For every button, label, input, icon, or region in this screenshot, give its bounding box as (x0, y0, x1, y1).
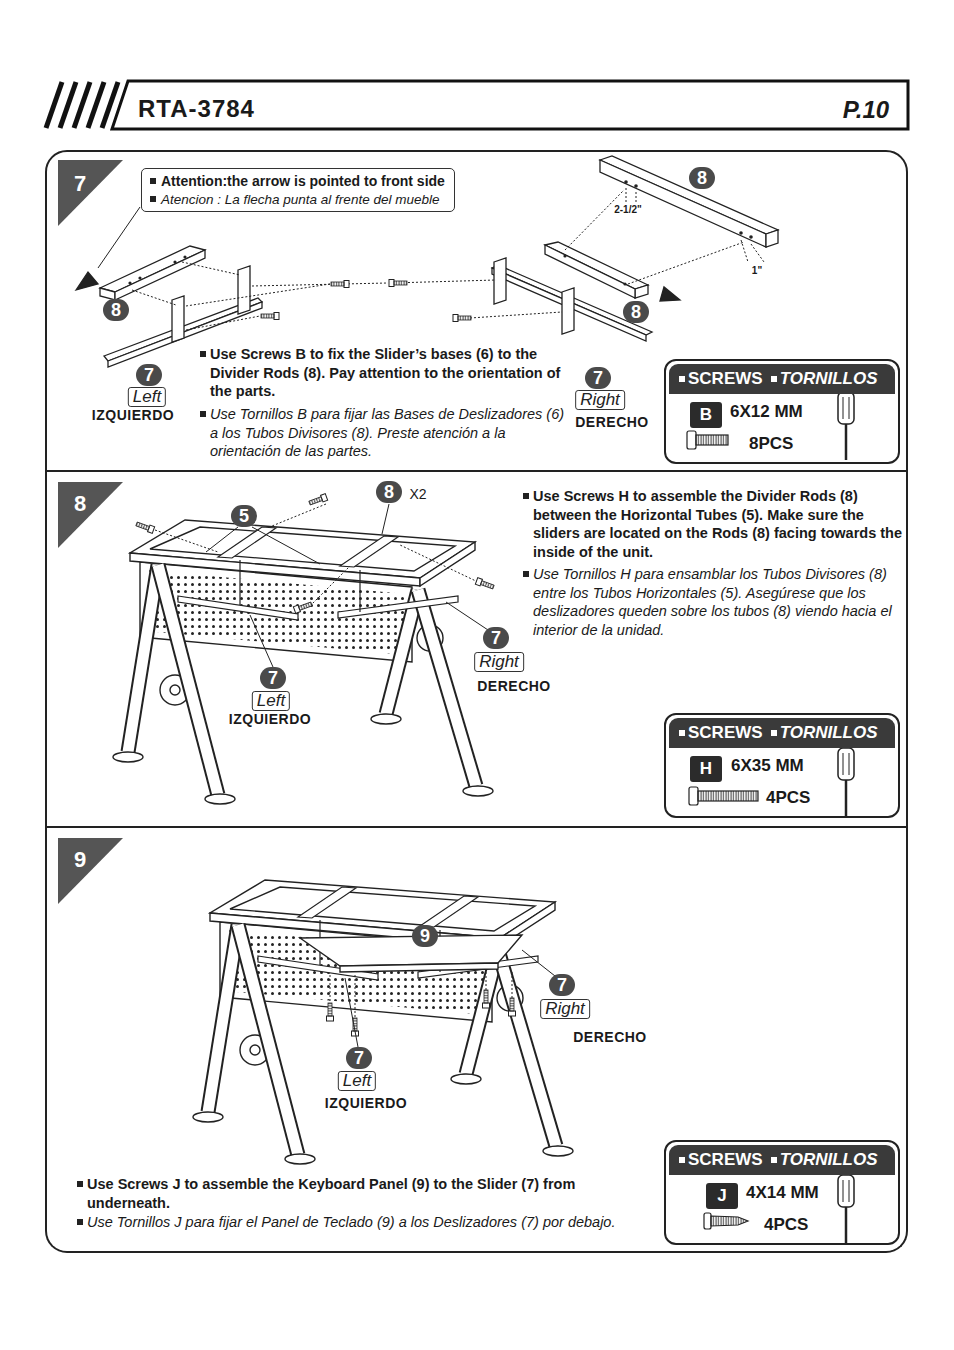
quantity-mark: X2 (409, 486, 426, 502)
badge-letter: B (700, 406, 712, 424)
bullet-square (771, 1157, 777, 1163)
callout-number: 9 (412, 925, 438, 947)
attention-box: Attention:the arrow is pointed to front … (141, 168, 455, 212)
bullet-square (679, 376, 685, 382)
attention-text: Atencion : La flecha punta al frente del… (161, 192, 439, 207)
bullet-square (771, 730, 777, 736)
bullet-square (679, 1157, 685, 1163)
callout-number: 8 (623, 301, 649, 323)
screw-size: 6X12 MM (730, 402, 803, 422)
bullet-square (200, 351, 206, 357)
callout-number: 7 (260, 667, 286, 689)
step7-illustration (76, 156, 778, 367)
header-text: TORNILLOS (780, 1150, 878, 1170)
badge-letter: J (717, 1187, 726, 1205)
step-triangles (58, 160, 123, 904)
attention-text: Attention:the arrow is pointed to front … (161, 173, 445, 189)
screw-letter-badge: B (690, 402, 722, 428)
side-tag: Right (474, 652, 524, 672)
header-text: TORNILLOS (780, 369, 878, 389)
screws-box: SCREWS TORNILLOS 4X14 MM 4PCS J (664, 1140, 900, 1245)
side-caption: IZQUIERDO (323, 1095, 409, 1111)
side-caption: DERECHO (571, 1029, 649, 1045)
bullet-square (523, 571, 529, 577)
header-band: SCREWS TORNILLOS (669, 364, 895, 394)
bullet-square (77, 1219, 83, 1225)
callout-number: 8 (689, 167, 715, 189)
header-band: SCREWS TORNILLOS (669, 718, 895, 748)
page-title: RTA-3784 (138, 95, 255, 123)
bullet-square (77, 1181, 83, 1187)
side-caption: IZQUIERDO (90, 407, 176, 423)
step9-illustration (193, 880, 573, 1164)
callout-number: 8 (103, 299, 129, 321)
dimension: 2-1/2" (613, 204, 643, 215)
step-number: 8 (74, 491, 86, 517)
header-text: SCREWS (688, 723, 763, 743)
screw-letter-badge: J (706, 1183, 738, 1209)
bullet-square (771, 376, 777, 382)
side-caption: DERECHO (475, 678, 553, 694)
step-panel: 8 Use Screws H to assemble the Divider Ro… (45, 472, 908, 828)
bullet-square (200, 411, 206, 417)
side-tag: Left (128, 387, 166, 407)
header-band: SCREWS TORNILLOS (669, 1145, 895, 1175)
screw-size: 6X35 MM (731, 756, 804, 776)
callout-number: 7 (483, 627, 509, 649)
callout-number: 7 (346, 1047, 372, 1069)
instruction-spanish: Use Tornillos J para fijar el Panel de T… (87, 1213, 662, 1232)
callout-number: 7 (585, 367, 611, 389)
step-number: 7 (74, 171, 86, 197)
side-caption: IZQUIERDO (227, 711, 313, 727)
screw-letter-badge: H (690, 756, 722, 782)
dimension: 1" (751, 265, 763, 276)
step8-illustration (113, 494, 495, 804)
side-tag: Right (540, 999, 590, 1019)
header-text: SCREWS (688, 1150, 763, 1170)
callout-number: 5 (231, 505, 257, 527)
bullet-square (679, 730, 685, 736)
step-panel: 9Use Screws J to assemble the Keyboard P… (45, 828, 908, 1253)
side-tag: Right (575, 390, 625, 410)
screw-quantity: 4PCS (764, 1215, 808, 1235)
step-number: 9 (74, 847, 86, 873)
bullet-square (523, 493, 529, 499)
side-tag: Left (338, 1071, 376, 1091)
screw-quantity: 4PCS (766, 788, 810, 808)
instruction-spanish: Use Tornillos B para fijar las Bases de … (210, 405, 572, 461)
instruction-english: Use Screws H to assemble the Divider Rod… (533, 487, 905, 561)
step-panel: 7Use Screws B to fix the Slider’s bases … (45, 150, 908, 472)
header-text: TORNILLOS (780, 723, 878, 743)
callout-number: 7 (136, 364, 162, 386)
header-text: SCREWS (688, 369, 763, 389)
screws-box: SCREWS TORNILLOS 6X12 MM 8PCS B (664, 359, 900, 464)
title-bar (46, 81, 908, 129)
badge-letter: H (700, 760, 712, 778)
instruction-english: Use Screws B to fix the Slider’s bases (… (210, 345, 572, 401)
text-row: Attention:the arrow is pointed to front … (161, 172, 445, 190)
page-number: P.10 (843, 96, 889, 124)
screw-size: 4X14 MM (746, 1183, 819, 1203)
bullet-square (150, 178, 156, 184)
screws-box: SCREWS TORNILLOS 6X35 MM 4PCS H (664, 713, 900, 818)
instruction-spanish: Use Tornillos H para ensamblar los Tubos… (533, 565, 905, 639)
side-caption: DERECHO (573, 414, 651, 430)
screw-quantity: 8PCS (749, 434, 793, 454)
callout-number: 7 (549, 974, 575, 996)
bullet-square (150, 196, 156, 202)
instruction-english: Use Screws J to assemble the Keyboard Pa… (87, 1175, 662, 1212)
callout-number: 8 (376, 481, 402, 503)
text-row: Atencion : La flecha punta al frente del… (161, 190, 445, 208)
side-tag: Left (252, 691, 290, 711)
